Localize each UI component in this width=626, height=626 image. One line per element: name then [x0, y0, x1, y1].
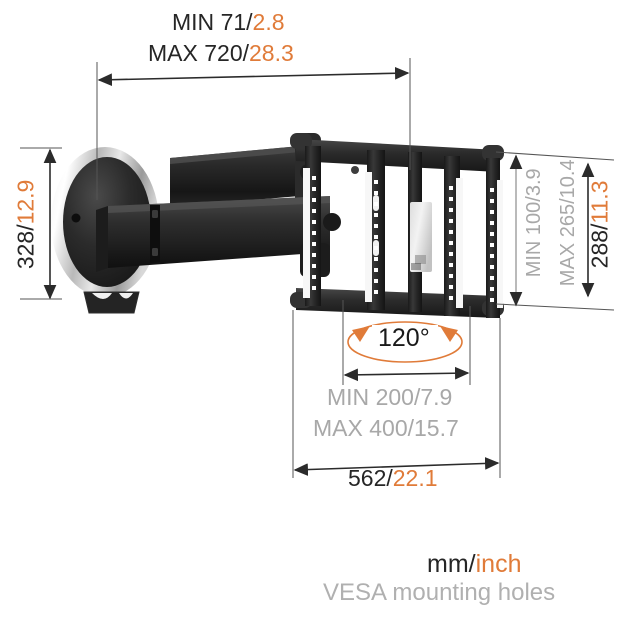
label-vesa-v-max-mm: 265: [557, 203, 580, 238]
label-bracket-height-inch: 11.3: [586, 180, 613, 224]
dim-arrow-vesa-horizontal: [343, 366, 470, 382]
label-vesa-v-max-sep: /: [557, 198, 580, 204]
label-depth-min-value: 71: [220, 9, 247, 35]
label-vesa-h-min-mm: 200: [375, 384, 414, 410]
dim-arrow-bracket-width: [293, 457, 500, 476]
label-swivel-angle: 120°: [378, 324, 430, 352]
label-depth-min-mm: MIN: [172, 9, 221, 35]
product-label-plate: [410, 202, 432, 272]
label-vesa-h-min-prefix: MIN: [327, 384, 376, 410]
label-vesa-h-min-inch: 7.9: [420, 384, 453, 410]
label-vesa-horizontal-max: MAX 400/15.7: [313, 416, 459, 441]
label-vesa-horizontal-min: MIN 200/7.9: [327, 385, 452, 410]
tv-bracket: [290, 133, 504, 318]
label-plate-height: 328/12.9: [12, 154, 39, 294]
label-bracket-width-inch: 22.1: [392, 465, 438, 491]
label-vesa-v-min-mm: 100: [523, 201, 546, 236]
legend-units-inch: inch: [475, 550, 522, 578]
vesa-holes: [312, 176, 494, 302]
label-vesa-v-min-inch: 3.9: [523, 168, 546, 197]
label-vesa-h-max-sep: /: [407, 415, 414, 441]
label-vesa-h-max-prefix: MAX: [313, 415, 370, 441]
label-vesa-v-min-sep: /: [523, 196, 546, 202]
label-depth-max: MAX 720/28.3: [148, 41, 294, 66]
label-vesa-vertical-min: MIN 100/3.9: [523, 153, 546, 293]
label-vesa-h-min-sep: /: [413, 384, 421, 410]
dimension-arrows: [43, 66, 595, 476]
legend-vesa-note: VESA mounting holes: [323, 579, 556, 606]
label-depth-max-value: 720: [204, 40, 243, 66]
label-depth-max-prefix: MAX: [148, 40, 205, 66]
label-depth-max-sep: /: [242, 40, 249, 66]
label-depth-min-inch: 2.8: [252, 9, 285, 35]
dim-arrow-depth: [97, 66, 410, 87]
label-vesa-v-max-inch: 10.4: [557, 159, 580, 199]
label-depth-max-inch: 28.3: [249, 40, 294, 66]
legend-units: mm/inch: [427, 551, 521, 578]
label-bracket-height-mm: 288: [586, 229, 613, 269]
label-vesa-h-max-inch: 15.7: [414, 415, 459, 441]
label-vesa-vertical-max: MAX 265/10.4: [557, 141, 580, 305]
label-depth-min: MIN 71/2.8: [172, 10, 285, 35]
extension-lines: [20, 58, 615, 478]
label-plate-height-inch: 12.9: [12, 179, 39, 225]
label-bracket-width-sep: /: [386, 465, 393, 491]
label-vesa-v-min-prefix: MIN: [523, 235, 546, 278]
label-depth-min-sep: /: [246, 9, 253, 35]
swivel-angle-arc: [347, 321, 463, 363]
label-bracket-width: 562/22.1: [348, 466, 438, 491]
label-vesa-v-max-prefix: MAX: [557, 237, 580, 287]
label-plate-height-mm: 328: [12, 230, 39, 270]
label-bracket-width-mm: 562: [348, 465, 387, 491]
label-bracket-height: 288/11.3: [586, 152, 613, 296]
label-vesa-h-max-mm: 400: [369, 415, 408, 441]
legend-units-mm: mm/: [427, 550, 476, 578]
label-bracket-height-sep: /: [586, 223, 613, 230]
label-plate-height-sep: /: [12, 224, 39, 231]
